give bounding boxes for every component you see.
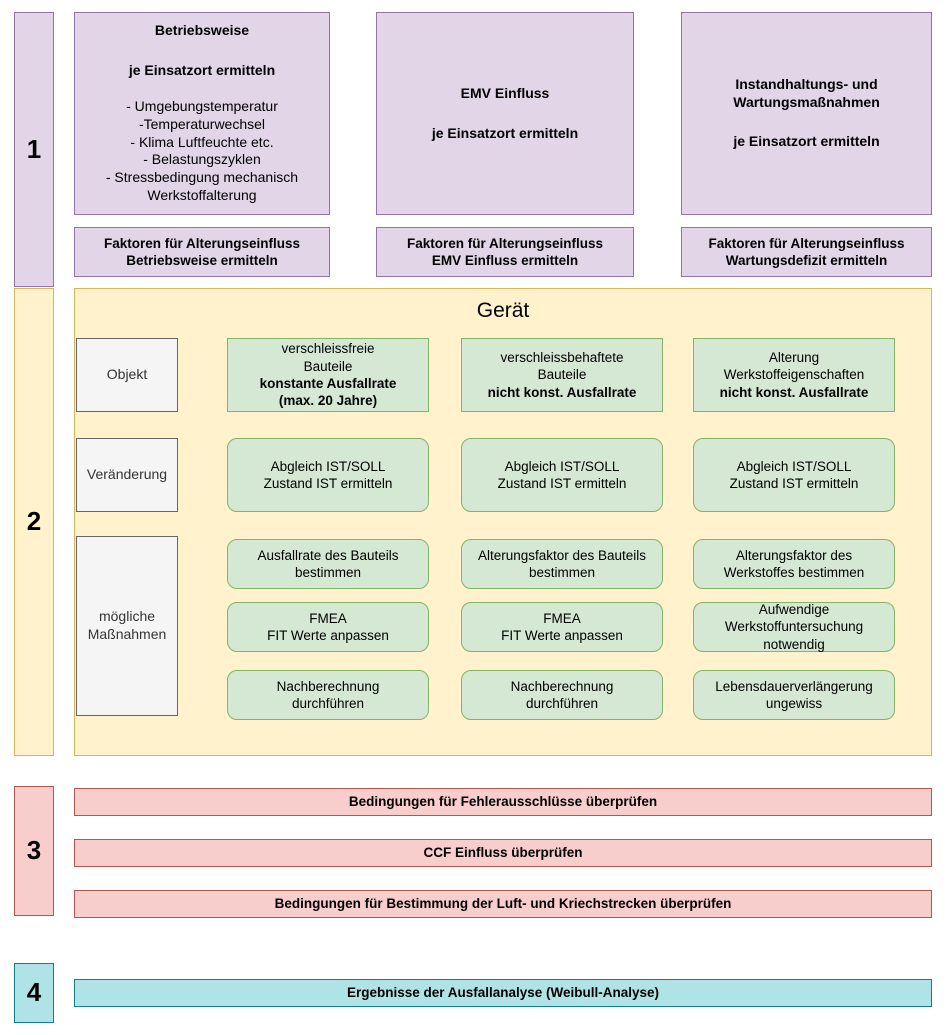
section3-bar-3: Bedingungen für Bestimmung der Luft- und… [74,890,932,918]
section1-col2-title-line2: je Einsatzort ermitteln [431,124,579,141]
objekt-2-line2: Bauteile [537,367,587,383]
massnahmen-r1c3-line2: Werkstoffes bestimmen [723,565,865,580]
section2-massnahmen-r1-c1: Ausfallrate des Bauteils bestimmen [227,539,429,589]
section1-col1-bullet-1: -Temperaturwechsel [138,115,266,132]
objekt-2-line1: verschleissbehaftete [500,350,624,366]
veraenderung-2-line1: Abgleich IST/SOLL [504,458,620,474]
objekt-3-line3: nicht konst. Ausfallrate [719,384,869,400]
massnahmen-r2c1-line2: FIT Werte anpassen [267,628,389,643]
section4-bar: Ergebnisse der Ausfallanalyse (Weibull-A… [74,979,932,1007]
section2-massnahmen-r1-c2: Alterungsfaktor des Bauteils bestimmen [461,539,663,589]
section2-rowlabel-objekt: Objekt [76,338,178,412]
section2-veraenderung-card-1: Abgleich IST/SOLL Zustand IST ermitteln [227,438,429,512]
massnahmen-r3c1-line2: durchführen [291,696,365,711]
section2-massnahmen-r3-c1: Nachberechnung durchführen [227,670,429,720]
veraenderung-1-line1: Abgleich IST/SOLL [270,458,386,474]
section1-col3-main: Instandhaltungs- und Wartungsmaßnahmen j… [681,12,932,215]
massnahmen-r3c3-line1: Lebensdauerverlängerung [715,678,873,694]
section1-col1-title-line2: je Einsatzort ermitteln [128,61,276,78]
section1-col3-title-line1b: Wartungsmaßnahmen [733,93,880,110]
section2-veraenderung-card-3: Abgleich IST/SOLL Zustand IST ermitteln [693,438,895,512]
section1-col2-title-line1: EMV Einfluss [460,84,550,101]
section2-massnahmen-r3-c2: Nachberechnung durchführen [461,670,663,720]
section1-col1-title-line1: Betriebsweise [154,21,250,38]
massnahmen-r1c3-line1: Alterungsfaktor des [735,547,853,563]
stage-chip-3: 3 [14,786,54,916]
section2-massnahmen-r3-c3: Lebensdauerverlängerung ungewiss [693,670,895,720]
massnahmen-r3c1-line1: Nachberechnung [276,678,380,694]
section2-massnahmen-r1-c3: Alterungsfaktor des Werkstoffes bestimme… [693,539,895,589]
section1-col1-main: Betriebsweise je Einsatzort ermitteln - … [74,12,330,215]
objekt-1-line4: (max. 20 Jahre) [278,393,378,409]
massnahmen-r2c1-line1: FMEA [309,610,347,626]
massnahmen-r2c3-line1: Aufwendige [758,602,830,618]
massnahmen-r1c1-line2: bestimmen [294,565,362,580]
section2-objekt-card-2: verschleissbehaftete Bauteile nicht kons… [461,338,663,412]
section1-col1-bullet-3: - Belastungszyklen [143,151,261,168]
section1-col1-factor-line1: Faktoren für Alterungseinfluss [103,235,301,251]
veraenderung-3-line1: Abgleich IST/SOLL [736,458,852,474]
section1-col2-factor-line2: EMV Einfluss ermitteln [431,253,579,268]
massnahmen-r1c2-line2: bestimmen [528,565,596,580]
section1-col3-title-line2: je Einsatzort ermitteln [733,133,880,150]
objekt-3-line2: Werkstoffeigenschaften [723,367,865,383]
section1-col3-factor-line2: Wartungsdefizit ermitteln [725,253,888,268]
section1-col2-main: EMV Einfluss je Einsatzort ermitteln [376,12,634,215]
massnahmen-r1c2-line1: Alterungsfaktor des Bauteils [477,547,647,563]
section1-col1-factor-line2: Betriebsweise ermitteln [126,253,278,268]
veraenderung-1-line2: Zustand IST ermitteln [263,476,393,491]
massnahmen-r1c1-line1: Ausfallrate des Bauteils [257,547,399,563]
massnahmen-r3c2-line2: durchführen [525,696,599,711]
section1-col3-title-line1: Instandhaltungs- und [735,75,878,92]
objekt-2-line3: nicht konst. Ausfallrate [487,384,637,400]
veraenderung-3-line2: Zustand IST ermitteln [729,476,859,491]
section1-col3-factor: Faktoren für Alterungseinfluss Wartungsd… [681,227,932,277]
section1-col1-bullet-0: - Umgebungstemperatur [126,97,278,114]
section2-panel-title: Gerät [476,298,530,322]
massnahmen-r2c2-line1: FMEA [543,610,581,626]
massnahmen-r3c2-line1: Nachberechnung [510,678,614,694]
section3-bar-2: CCF Einfluss überprüfen [74,839,932,867]
section2-rowlabel-massnahmen-line2: Maßnahmen [87,626,167,642]
section1-col1-factor: Faktoren für Alterungseinfluss Betriebsw… [74,227,330,277]
section2-massnahmen-r2-c1: FMEA FIT Werte anpassen [227,602,429,652]
section2-rowlabel-massnahmen-line1: mögliche [98,608,156,625]
section2-rowlabel-massnahmen: mögliche Maßnahmen [76,536,178,716]
objekt-1-line2: Bauteile [303,358,353,374]
section2-objekt-card-1: verschleissfreie Bauteile konstante Ausf… [227,338,429,412]
section1-col1-bullet-4: - Stressbedingung mechanisch [105,169,299,186]
section3-bar-1: Bedingungen für Fehlerausschlüsse überpr… [74,788,932,816]
massnahmen-r2c3-line2: Werkstoffuntersuchung [724,619,864,635]
stage-chip-4: 4 [14,963,54,1023]
stage-chip-2: 2 [14,288,54,756]
massnahmen-r3c3-line2: ungewiss [765,696,823,711]
section2-veraenderung-card-2: Abgleich IST/SOLL Zustand IST ermitteln [461,438,663,512]
objekt-3-line1: Alterung [768,350,820,366]
section1-col2-factor-line1: Faktoren für Alterungseinfluss [406,235,604,251]
section1-col1-bullet-5: Werkstoffalterung [147,187,257,204]
massnahmen-r2c2-line2: FIT Werte anpassen [501,628,623,643]
veraenderung-2-line2: Zustand IST ermitteln [497,476,627,491]
section1-col2-factor: Faktoren für Alterungseinfluss EMV Einfl… [376,227,634,277]
stage-chip-1: 1 [14,12,54,287]
objekt-1-line3: konstante Ausfallrate [259,376,397,391]
objekt-1-line1: verschleissfreie [281,341,375,357]
section1-col3-factor-line1: Faktoren für Alterungseinfluss [708,235,905,251]
section2-objekt-card-3: Alterung Werkstoffeigenschaften nicht ko… [693,338,895,412]
massnahmen-r2c3-line3: notwendig [763,636,825,652]
section1-col1-bullet-2: - Klima Luftfeuchte etc. [130,133,274,150]
section2-rowlabel-veraenderung: Veränderung [76,438,178,512]
section2-massnahmen-r2-c2: FMEA FIT Werte anpassen [461,602,663,652]
section2-massnahmen-r2-c3: Aufwendige Werkstoffuntersuchung notwend… [693,602,895,652]
